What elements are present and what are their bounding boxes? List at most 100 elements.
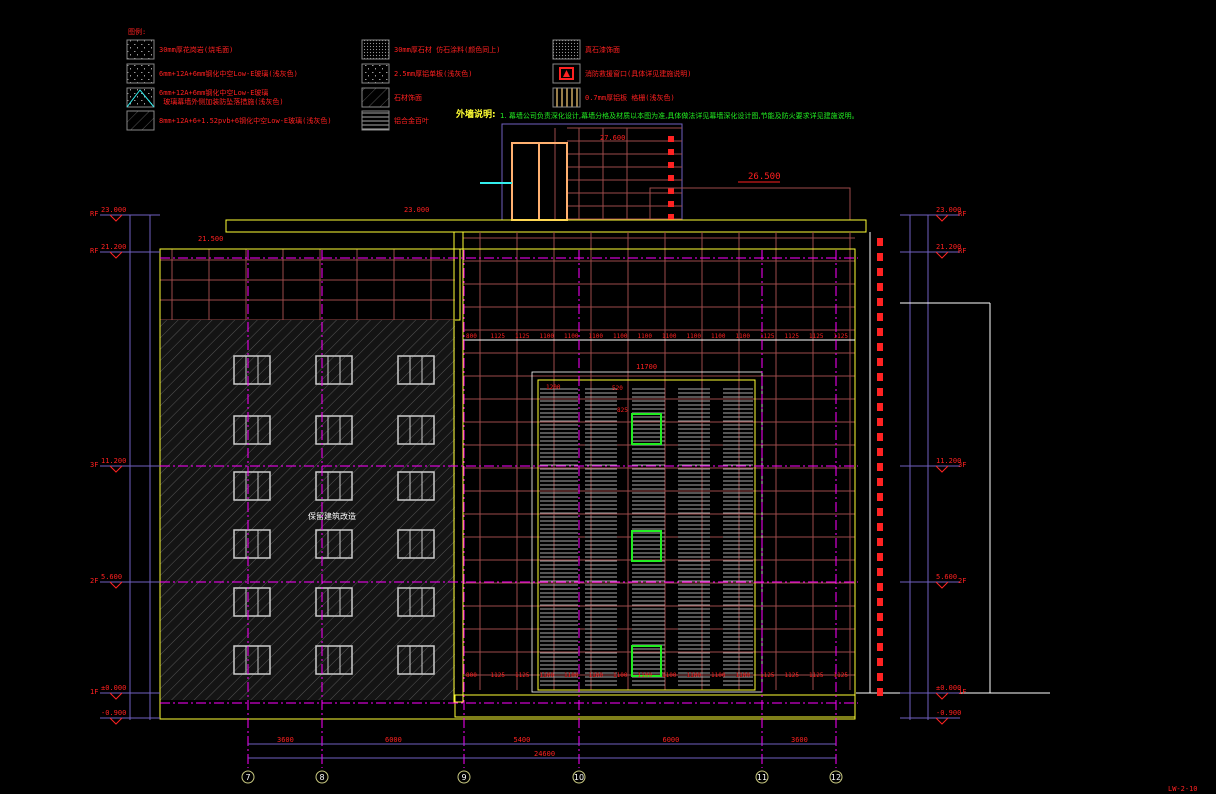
grid-dim: 1100 [711, 672, 726, 679]
level-triangle-icon [109, 214, 123, 222]
louver-dim: 520 [612, 385, 623, 392]
level-name: 3F [958, 461, 966, 469]
window [233, 587, 271, 617]
fire-rescue-windows [631, 413, 662, 677]
grid-dim: 1100 [564, 672, 579, 679]
louver-panel [540, 388, 578, 688]
axis-label: 10 [574, 773, 584, 782]
dimension-mark [877, 628, 883, 636]
grid-dim: 1125 [491, 672, 506, 679]
window [315, 471, 353, 501]
legend-swatch-dots [552, 39, 581, 60]
dimension-mark [877, 568, 883, 576]
grid-dim: 1100 [589, 333, 604, 340]
level-value: 21.200 [936, 243, 961, 251]
legend-swatch-horizontal-lines [361, 110, 390, 131]
axis-bubble [315, 770, 329, 784]
window [397, 529, 435, 559]
axis-label: 11 [757, 773, 767, 782]
grid-dim: 1100 [613, 333, 628, 340]
level-value: 23.000 [101, 206, 126, 214]
grid-dim: 1125 [785, 333, 800, 340]
grid-dim: 1100 [540, 672, 555, 679]
grid-dim: 1125 [834, 333, 849, 340]
level-name: RF [958, 210, 966, 218]
window [315, 587, 353, 617]
grid-dim: 1100 [613, 672, 628, 679]
level-value: ±0.000 [936, 684, 961, 692]
dimension-mark [668, 136, 674, 142]
legend-label: 6mm+12A+6mm钢化中空Low-E玻璃(浅灰色) [159, 69, 298, 78]
axis-bubble [457, 770, 471, 784]
louver-dim: 1200 [546, 384, 561, 391]
grid-dim: 1100 [638, 672, 653, 679]
legend-swatch-stone-dense [361, 39, 390, 60]
window [315, 415, 353, 445]
level-name: RF [90, 210, 98, 218]
dimension-mark [668, 175, 674, 181]
level-triangle-icon [935, 214, 949, 222]
window [315, 355, 353, 385]
level-value: -0.900 [936, 709, 961, 717]
level-triangle-icon [109, 251, 123, 259]
legend-swatch-dashes [361, 87, 390, 108]
grid-dim: 800 [466, 672, 477, 679]
dimension-mark [668, 201, 674, 207]
level-value: 21.200 [101, 243, 126, 251]
grid-dimensions: 8008001125112511251125110011001100110011… [463, 333, 855, 679]
level-name: RF [958, 247, 966, 255]
dimension-mark [877, 418, 883, 426]
left-parapet-level: 21.500 [198, 235, 223, 243]
level-triangle-icon [935, 465, 949, 473]
dimension-mark [877, 508, 883, 516]
legend-label-line: 6mm+12A+6mm钢化中空Low-E玻璃 [159, 88, 268, 97]
level-triangle-icon [935, 692, 949, 700]
level-triangle-icon [109, 692, 123, 700]
grid-dim: 1125 [760, 672, 775, 679]
dimension-mark [877, 388, 883, 396]
grid-dim: 1100 [589, 672, 604, 679]
window [315, 645, 353, 675]
axis-bubble [572, 770, 586, 784]
axis-span: 3600 [791, 736, 808, 744]
triangle-icon [563, 70, 570, 77]
level-value: 11.200 [101, 457, 126, 465]
louver-dim: 825 [617, 407, 628, 414]
dimension-mark [877, 403, 883, 411]
dimension-mark [877, 298, 883, 306]
axis-total: 24600 [534, 750, 555, 758]
axis-label: 9 [461, 773, 466, 782]
dimension-lines [129, 215, 1050, 720]
legend-swatch-red-sign [552, 63, 581, 84]
dimension-mark [668, 214, 674, 220]
window [315, 529, 353, 559]
dimension-mark [877, 643, 883, 651]
window [397, 587, 435, 617]
dimension-mark [877, 523, 883, 531]
axis-span: 6000 [385, 736, 402, 744]
grid-dim: 1100 [687, 672, 702, 679]
louver-panel [723, 388, 753, 688]
dimension-mark [877, 433, 883, 441]
dimension-mark [877, 328, 883, 336]
grid-dim: 1125 [760, 333, 775, 340]
louver-panel [632, 388, 665, 688]
legend-label-line: 玻璃幕墙外侧加装防坠落措施(浅灰色) [159, 97, 284, 106]
level-value: 5.600 [936, 573, 957, 581]
grid-dim: 1100 [711, 333, 726, 340]
level-name: RF [90, 247, 98, 255]
legend-label: 真石漆饰面 [585, 45, 620, 54]
fire-rescue-window [631, 645, 662, 677]
level-value: 11.200 [936, 457, 961, 465]
inner-width-dim: 11700 [636, 363, 657, 371]
legend-swatch-stone-sparse [361, 63, 390, 84]
window [397, 645, 435, 675]
grid-dim: 1125 [515, 333, 530, 340]
window [233, 471, 271, 501]
building-label: 保留建筑改造 [308, 511, 356, 521]
louvers [540, 388, 753, 688]
fire-rescue-window [631, 530, 662, 562]
grid-dim: 1100 [736, 672, 751, 679]
grid-dim: 1100 [736, 333, 751, 340]
grid-dim: 1125 [809, 672, 824, 679]
